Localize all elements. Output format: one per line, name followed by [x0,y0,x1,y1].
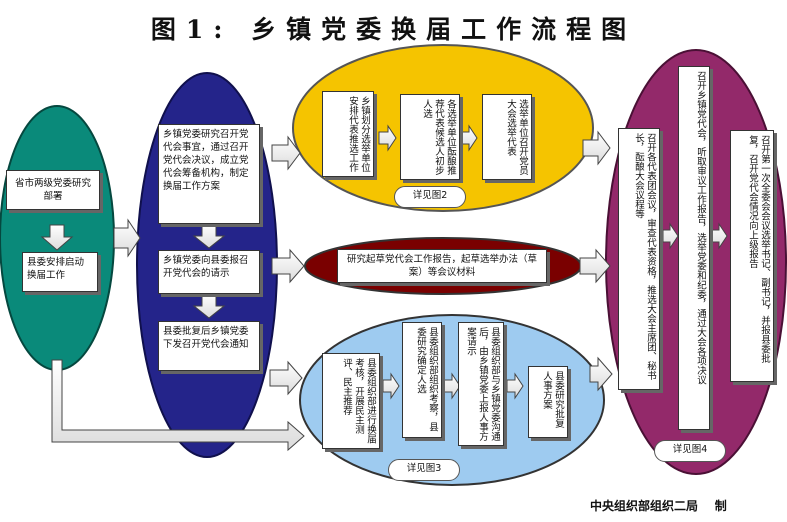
node-delegate-2: 各选举单位酝酿推荐代表候选人初步人选 [400,94,460,180]
arrow-teal-to-lightblue [51,359,305,452]
arrow-delegate-2-3 [459,124,478,152]
arrow-cadre-2-3 [443,372,461,400]
see-figure-4: 详见图4 [654,440,726,462]
node-congress-1: 召开各代表团会议，审查代表资格，推选大会主席团、秘书长，酝酿大会议程等 [618,128,660,390]
node-congress-2: 召开乡镇党代会，听取审议工作报告，选举党委和纪委，通过大会各项决议 [678,66,710,430]
arrow-lightblue-to-plum [589,356,613,392]
arrow-cadre-3-4 [506,372,524,400]
arrow-down-province-county [40,224,74,251]
node-report: 研究起草党代会工作报告，起草选举办法（草案）等会议材料 [337,249,547,283]
node-cadre-2: 县委组织部组织考察，县委研究确定人选 [402,322,442,438]
arrow-down-research-request [192,224,226,249]
node-county-approve: 县委批复后乡镇党委下发召开党代会通知 [158,321,260,371]
arrow-report-to-plum [579,248,611,284]
node-congress-3: 召开第一次全委会会议选举书记、副书记，并报县委批复，召开党代会情况向上级报告 [730,130,774,382]
node-cadre-1: 县委组织部进行换届考核，开展民主测评、民主推荐 [322,353,380,449]
node-town-research: 乡镇党委研究召开党代会事宜，通过召开党代会决议，成立党代会筹备机构，制定换届工作… [158,124,260,224]
arrow-cadre-1-2 [382,372,400,400]
see-figure-3: 详见图3 [388,459,460,481]
page-title: 图1: 乡镇党委换届工作流程图 [150,15,637,44]
arrow-navy-to-report [271,248,305,284]
arrow-down-request-approve [192,294,226,319]
node-county-start: 县委安排启动换届工作 [22,252,98,292]
node-cadre-4: 县委研究批复人事方案 [528,366,568,438]
node-delegate-1: 乡镇划分选举单位安排代表推选工作 [322,91,374,177]
node-cadre-3: 县委组织部与乡镇党委沟通后，由乡镇党委上报人事方案请示 [458,322,504,446]
credit-line: 中央组织部组织二局 制 [590,499,727,513]
arrow-navy-to-gold [271,135,301,171]
node-delegate-3: 选举单位召开党员大会选举代表 [482,94,532,180]
arrow-congress-2-3 [711,222,728,250]
arrow-navy-to-lightblue [269,360,303,396]
arrow-congress-1-2 [662,222,679,250]
see-figure-2: 详见图2 [394,186,466,208]
node-town-request: 乡镇党委向县委报召开党代会的请示 [158,250,260,294]
arrow-teal-to-navy [113,218,141,258]
arrow-delegate-1-2 [378,124,397,152]
arrow-gold-to-plum [582,130,611,166]
node-province-research: 省市两级党委研究部署 [6,170,100,210]
